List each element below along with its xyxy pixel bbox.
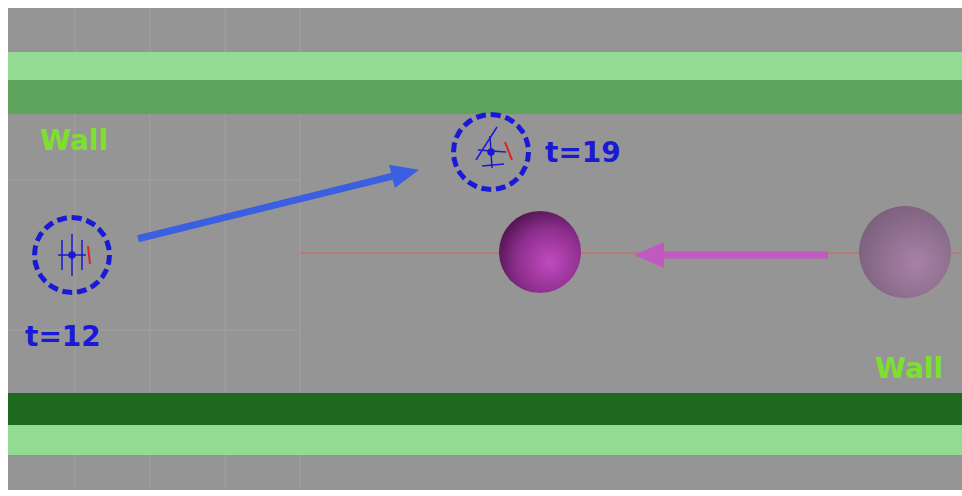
- time-label: t=19: [545, 139, 621, 167]
- obstacle-arrow: [634, 242, 828, 268]
- drone-icon: [476, 127, 512, 168]
- obstacle-sphere: [499, 211, 581, 293]
- wall-label: Wall: [40, 127, 108, 155]
- wall-top-light: [8, 52, 962, 80]
- drone-marker: t=19: [451, 112, 531, 192]
- drone-icon: [58, 234, 90, 276]
- wall-top-dark: [8, 80, 962, 114]
- wall-label: Wall: [875, 355, 943, 383]
- wall-bottom-dark: [8, 393, 962, 425]
- drone-marker: t=12: [32, 215, 112, 295]
- obstacle-sphere-start: [859, 206, 951, 298]
- wall-bottom-light: [8, 425, 962, 455]
- ground: [8, 8, 962, 490]
- time-label: t=12: [25, 323, 101, 351]
- motion-arrow: [138, 165, 419, 239]
